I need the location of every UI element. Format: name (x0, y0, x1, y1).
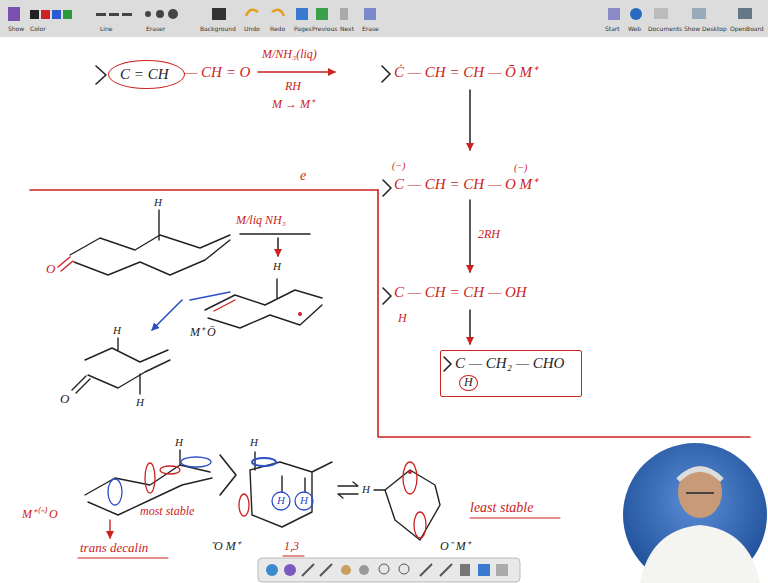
toolbar-label: Previous (312, 26, 337, 33)
toolbar-label: Next (340, 26, 354, 33)
atom-label: H (250, 436, 258, 448)
charge-label: (−) (392, 160, 405, 171)
formula-text: C — CH = CH — O M⁺ (394, 176, 537, 193)
atom-label: H (300, 494, 308, 506)
note-label: most stable (140, 505, 194, 518)
toolbar-label: Erase (362, 26, 379, 33)
webcam-inset (623, 443, 767, 583)
atom-label: O (60, 392, 69, 406)
toolbar-label: Color (30, 26, 46, 33)
formula-text: C — CH₂ — CHO (455, 355, 569, 372)
reagent-label: 2RH (478, 228, 500, 241)
toolbar-label: Background (200, 26, 236, 33)
formula-text: C — CH = CH — OH (394, 284, 527, 301)
toolbar-label: Show (8, 26, 24, 33)
note-label: 1,3 (284, 540, 299, 553)
formula-text: Ċ — CH = CH — Ō M⁺ (394, 64, 537, 81)
atom-label: H (113, 324, 121, 336)
toolbar-label: Undo (244, 26, 260, 33)
note-label: e (300, 168, 306, 183)
reagent-label: RH (285, 80, 301, 93)
toolbar-label: Web (628, 26, 641, 33)
atom-label: ⁻O M⁺ (210, 540, 240, 553)
atom-label: H (154, 196, 162, 208)
atom-label: M⁺ Ō (190, 326, 216, 339)
toolbar-label: OpenBoard (730, 26, 764, 33)
toolbar-label: Start (605, 26, 620, 33)
atom-label: O⁻ M⁺ (440, 540, 470, 553)
toolbar-label: Show Desktop (684, 26, 727, 33)
atom-label: M⁺⁽⁻⁾ O (22, 508, 58, 521)
product-box: C — CH₂ — CHO H (440, 350, 582, 397)
toolbar-bar (0, 0, 768, 37)
reagent-label: M → M⁺ (272, 98, 314, 111)
atom-label: H (136, 396, 144, 408)
toolbar-label: Documents (648, 26, 682, 33)
formula-text: C = CH (120, 66, 173, 83)
atom-label: H (362, 483, 370, 495)
note-label: least stable (470, 500, 533, 515)
toolbar-label: Pages (294, 26, 312, 33)
atom-label: H (277, 494, 285, 506)
note-label: trans decalin (80, 541, 148, 555)
toolbar-label: Eraser (146, 26, 165, 33)
reagent-label: M/NH₃(liq) (262, 48, 317, 61)
circled-group: C = CH (108, 60, 185, 89)
atom-label: H (273, 260, 281, 272)
reagent-label: M/liq NH₃ (236, 214, 286, 227)
toolbar-icons (8, 7, 752, 21)
atom-label: O (46, 262, 55, 276)
charge-label: (−) (514, 162, 527, 173)
formula-text: — CH = O (184, 64, 250, 81)
atom-label: H (398, 312, 407, 325)
pen-toolbar (258, 558, 520, 582)
atom-label: H (175, 436, 183, 448)
toolbar-label: Line (100, 26, 113, 33)
circled-atom: H (459, 375, 478, 391)
toolbar-label: Redo (270, 26, 285, 33)
